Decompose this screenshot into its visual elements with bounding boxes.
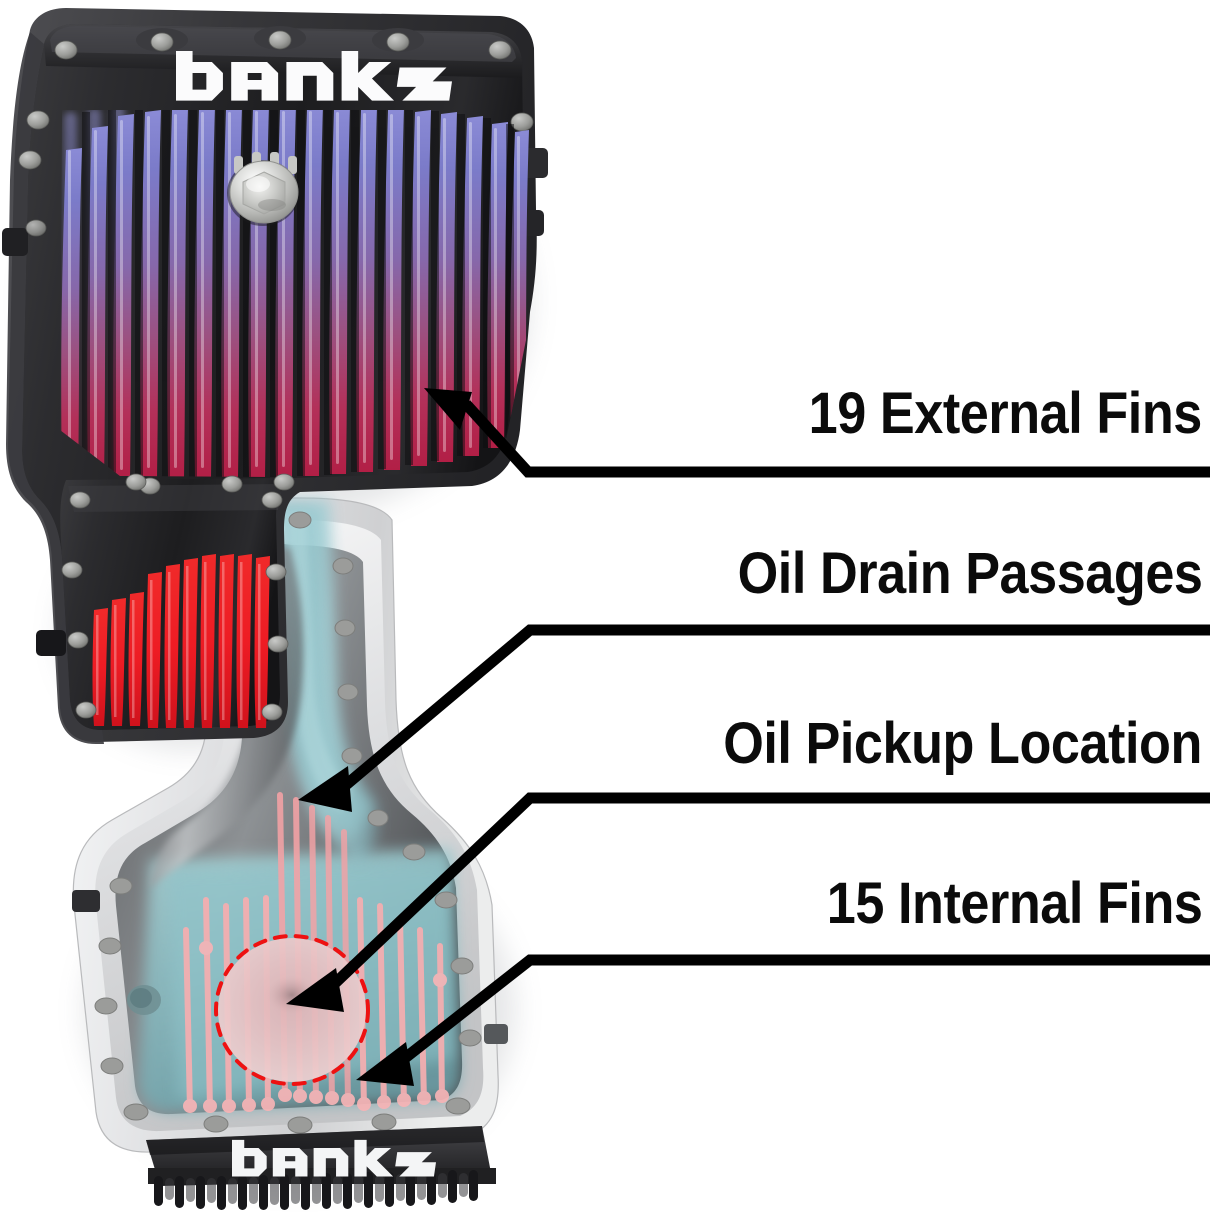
callout-label-internal-fins: 15 Internal Fins <box>826 871 1202 936</box>
callout-arrow-external-fins <box>424 388 1210 478</box>
callout-arrow-drain-passages <box>298 624 1210 812</box>
callout-label-oil-pickup-location: Oil Pickup Location <box>723 711 1202 776</box>
upper-pan-bolt-bosses <box>18 26 534 237</box>
upper-pan-left-flange <box>6 32 104 744</box>
callout-label-oil-drain-passages: Oil Drain Passages <box>737 541 1202 606</box>
cutaway-bolt-holes <box>94 511 482 1134</box>
cavity-boss <box>127 985 161 1015</box>
callout-arrow-internal-fins <box>356 954 1210 1086</box>
callout-arrows <box>286 388 1210 1086</box>
callout-label-external-fins: 19 External Fins <box>808 381 1203 446</box>
drain-plug <box>227 152 299 226</box>
cutaway-bottom-lip-shadow <box>146 1126 484 1155</box>
banks-logo-lower <box>232 1139 436 1177</box>
upper-pan-bottom-bolts <box>125 473 295 491</box>
cutaway-right-nub <box>484 1024 508 1044</box>
upper-oil-pan <box>2 8 548 744</box>
cutaway-left-nub <box>72 890 100 912</box>
mid-red-fins <box>92 554 270 728</box>
lower-step-bolts <box>61 475 289 721</box>
banks-logo-upper <box>176 50 452 101</box>
callout-arrow-pickup-location <box>286 792 1210 1012</box>
pickup-dashed-circle <box>214 934 370 1086</box>
